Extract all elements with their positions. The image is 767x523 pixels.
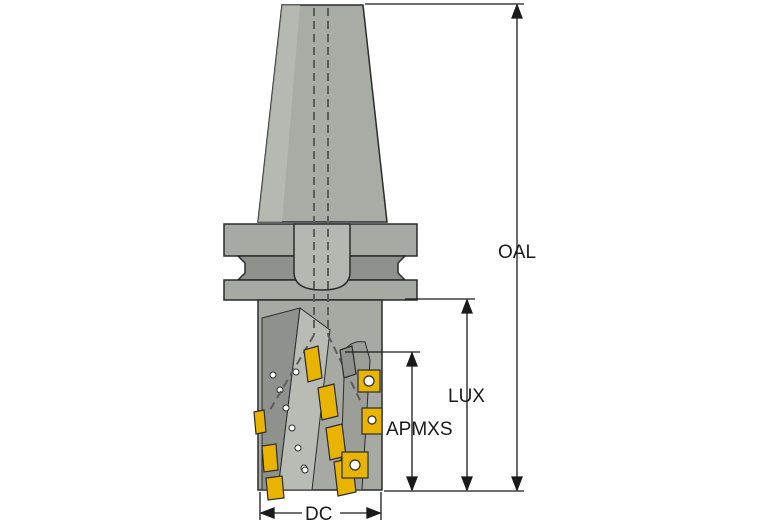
dimension-label-lux: LUX	[448, 386, 485, 407]
dimension-lines	[259, 3, 524, 520]
tool-flange	[223, 223, 418, 301]
carbide-inserts	[253, 345, 383, 501]
dimension-label-dc: DC	[305, 504, 332, 523]
taper-shank	[257, 4, 388, 223]
coolant-channel	[269, 8, 361, 411]
dimension-label-oal: OAL	[498, 242, 536, 263]
dimension-label-apmxs: APMXS	[386, 419, 453, 440]
